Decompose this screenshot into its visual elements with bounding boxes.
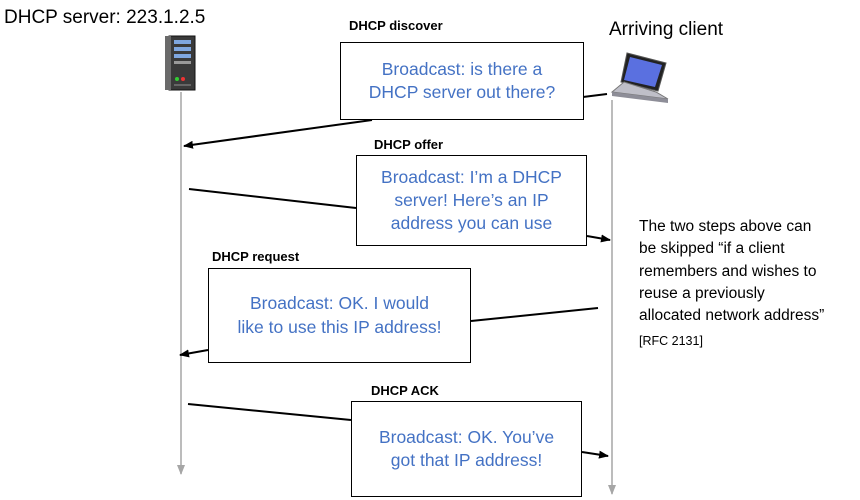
request-message-text: Broadcast: OK. I would like to use this … [237,293,442,337]
skip-steps-note: The two steps above can be skipped “if a… [639,218,825,325]
discover-arrow-line-b [183,119,373,149]
discover-message-text: Broadcast: is there a DHCP server out th… [368,58,556,102]
request-arrow-line-a [470,307,599,322]
ack-message-box: Broadcast: OK. You’ve got that IP addres… [351,401,582,497]
ack-message-text: Broadcast: OK. You’ve got that IP addres… [378,426,555,470]
server-title: DHCP server: 223.1.2.5 [4,7,206,28]
ack-arrow-line-b [581,450,609,459]
offer-arrow-line-b [586,234,611,243]
rfc-reference: [RFC 2131] [639,334,703,348]
request-arrow-line-b [179,349,209,358]
discover-arrow-line-a [582,93,608,98]
offer-arrow-line-a [188,188,357,209]
ack-label: DHCP ACK [371,383,439,398]
client-title: Arriving client [609,19,724,40]
request-message-box: Broadcast: OK. I would like to use this … [208,268,471,363]
offer-label: DHCP offer [374,137,444,152]
ack-arrow-line-a [187,403,352,421]
offer-message-text: Broadcast: I’m a DHCP server! Here’s an … [381,166,562,234]
request-label: DHCP request [212,249,300,264]
laptop-icon [610,52,669,103]
discover-label: DHCP discover [349,18,443,33]
offer-message-box: Broadcast: I’m a DHCP server! Here’s an … [356,155,587,246]
discover-message-box: Broadcast: is there a DHCP server out th… [340,42,584,120]
server-tower-icon [165,35,196,91]
